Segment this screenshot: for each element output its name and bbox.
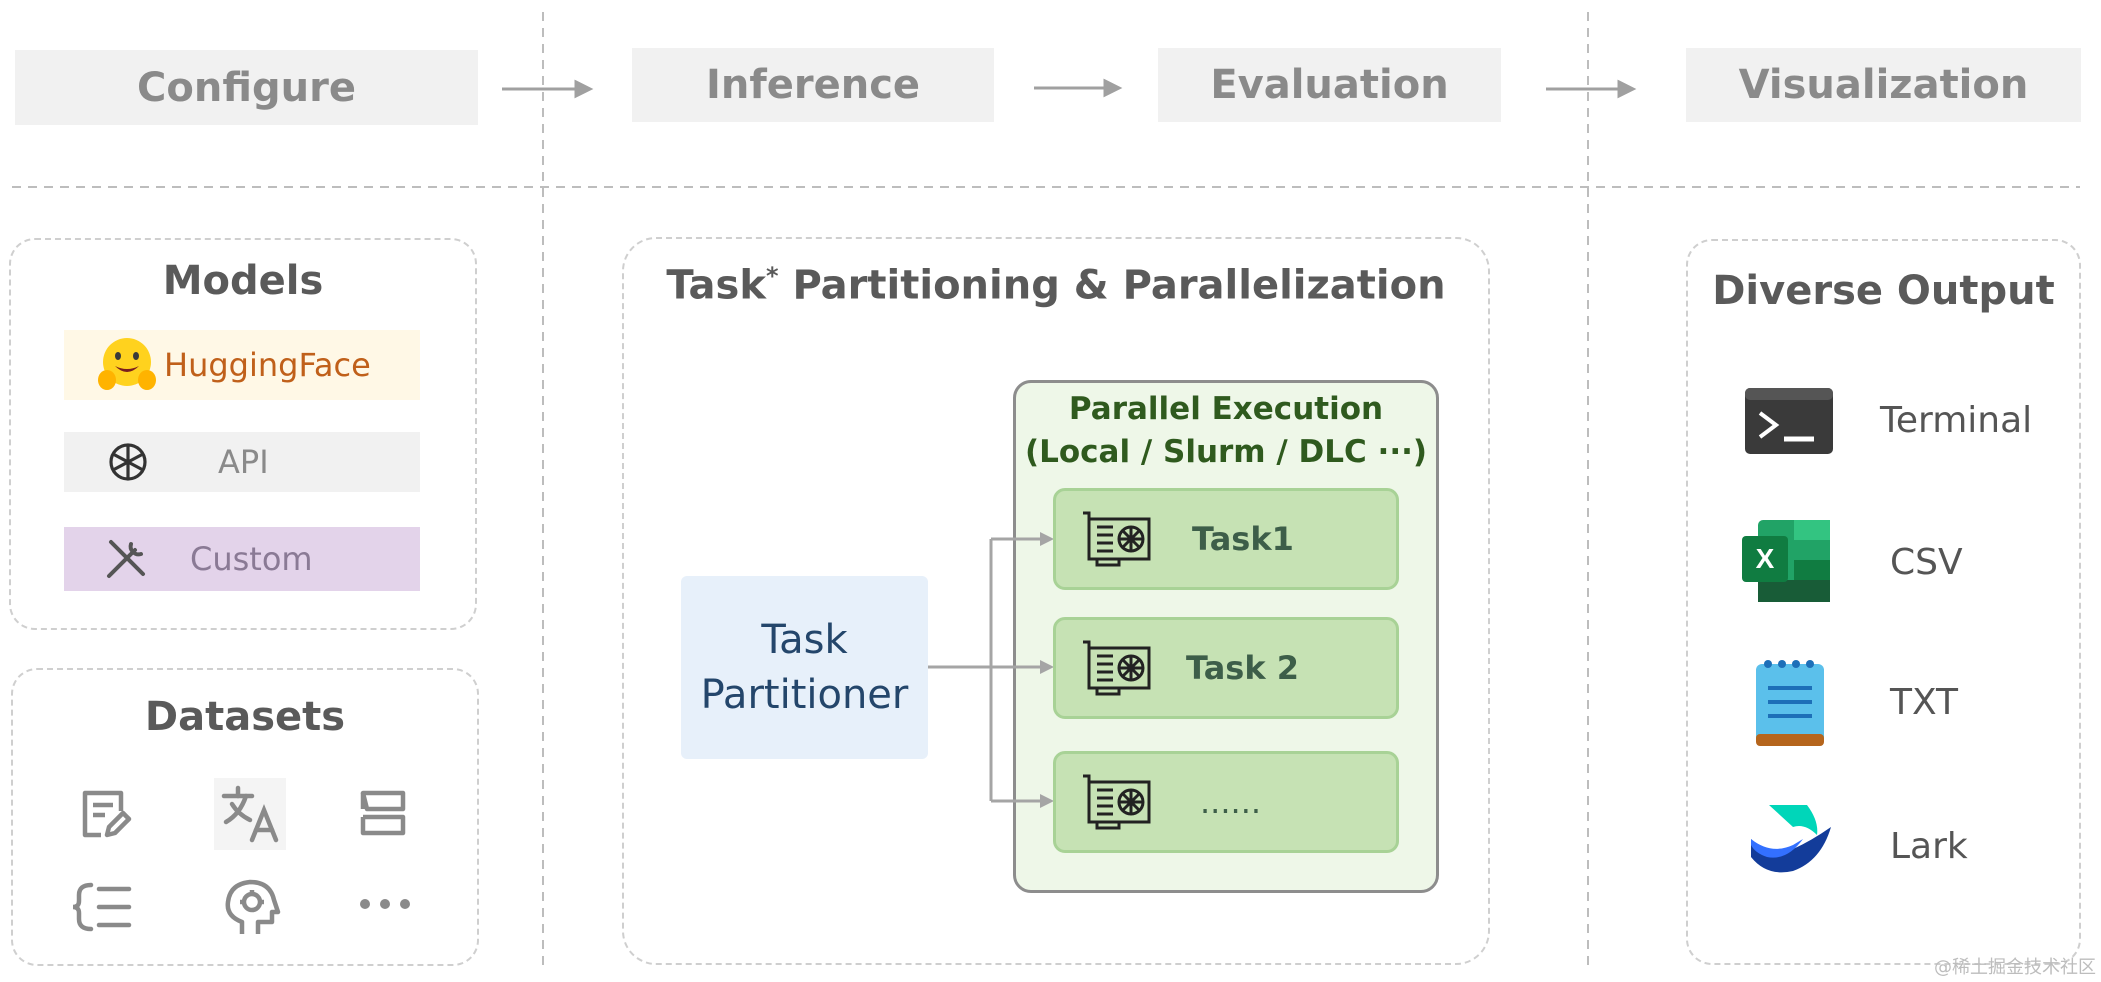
task-partitioner-line2: Partitioner bbox=[700, 671, 909, 718]
task-partitioning-panel bbox=[622, 237, 1490, 965]
stage-evaluation: Evaluation bbox=[1158, 48, 1501, 122]
edit-document-icon bbox=[70, 778, 140, 848]
task-partitioner: Task Partitioner bbox=[681, 576, 928, 759]
models-title: Models bbox=[162, 258, 324, 304]
stage-configure: Configure bbox=[15, 50, 478, 125]
model-huggingface-label: HuggingFace bbox=[164, 346, 371, 384]
output-panel bbox=[1686, 239, 2081, 965]
task-partitioning-title: Task* Partitioning & Parallelization bbox=[622, 262, 1490, 308]
notepad-icon bbox=[1752, 656, 1828, 748]
model-api-label: API bbox=[218, 443, 269, 481]
task-card-1-label: Task1 bbox=[1192, 520, 1294, 558]
model-api: API bbox=[64, 432, 420, 492]
gpu-card-icon bbox=[1076, 509, 1156, 569]
hugging-face-emoji-icon bbox=[92, 336, 162, 394]
tools-icon bbox=[96, 534, 156, 584]
lark-logo-icon bbox=[1746, 800, 1836, 878]
terminal-icon bbox=[1744, 386, 1834, 456]
task-partitioner-line1: Task bbox=[761, 616, 848, 663]
excel-icon: X bbox=[1738, 518, 1834, 604]
model-huggingface: HuggingFace bbox=[64, 330, 420, 400]
output-txt-label: TXT bbox=[1890, 682, 1959, 723]
task-title-rest: Partitioning & Parallelization bbox=[778, 262, 1446, 309]
more-icon bbox=[350, 872, 420, 936]
list-icon bbox=[64, 872, 140, 942]
stack-icon bbox=[348, 778, 418, 848]
watermark: @稀土掘金技术社区 bbox=[1934, 957, 2096, 978]
task-title-superscript: * bbox=[765, 262, 779, 290]
gpu-card-icon bbox=[1076, 638, 1156, 698]
model-custom: Custom bbox=[64, 527, 420, 591]
task-card-2: Task 2 bbox=[1053, 617, 1399, 719]
parallel-execution-line2: (Local / Slurm / DLC ···) bbox=[1024, 434, 1428, 470]
stage-inference: Inference bbox=[632, 48, 994, 122]
task-card-2-label: Task 2 bbox=[1186, 649, 1300, 687]
task-card-1: Task1 bbox=[1053, 488, 1399, 590]
translate-icon bbox=[214, 778, 286, 850]
output-title: Diverse Output bbox=[1712, 268, 2055, 314]
svg-text:X: X bbox=[1756, 543, 1775, 574]
model-custom-label: Custom bbox=[190, 540, 313, 578]
parallel-execution-label: Parallel Execution (Local / Slurm / DLC … bbox=[1013, 388, 1439, 474]
parallel-execution-line1: Parallel Execution bbox=[1068, 391, 1384, 427]
output-lark-label: Lark bbox=[1890, 826, 1968, 867]
task-card-3: ...... bbox=[1053, 751, 1399, 853]
openai-logo-icon bbox=[98, 437, 158, 487]
gpu-card-icon bbox=[1076, 772, 1156, 832]
brain-head-icon bbox=[214, 872, 286, 944]
output-terminal-label: Terminal bbox=[1880, 400, 2033, 441]
stage-visualization: Visualization bbox=[1686, 48, 2081, 122]
datasets-title: Datasets bbox=[144, 694, 346, 740]
task-title-main: Task bbox=[666, 262, 766, 309]
output-csv-label: CSV bbox=[1890, 542, 1963, 583]
task-card-3-label: ...... bbox=[1200, 783, 1262, 821]
datasets-panel bbox=[11, 668, 479, 966]
models-panel bbox=[9, 238, 477, 630]
